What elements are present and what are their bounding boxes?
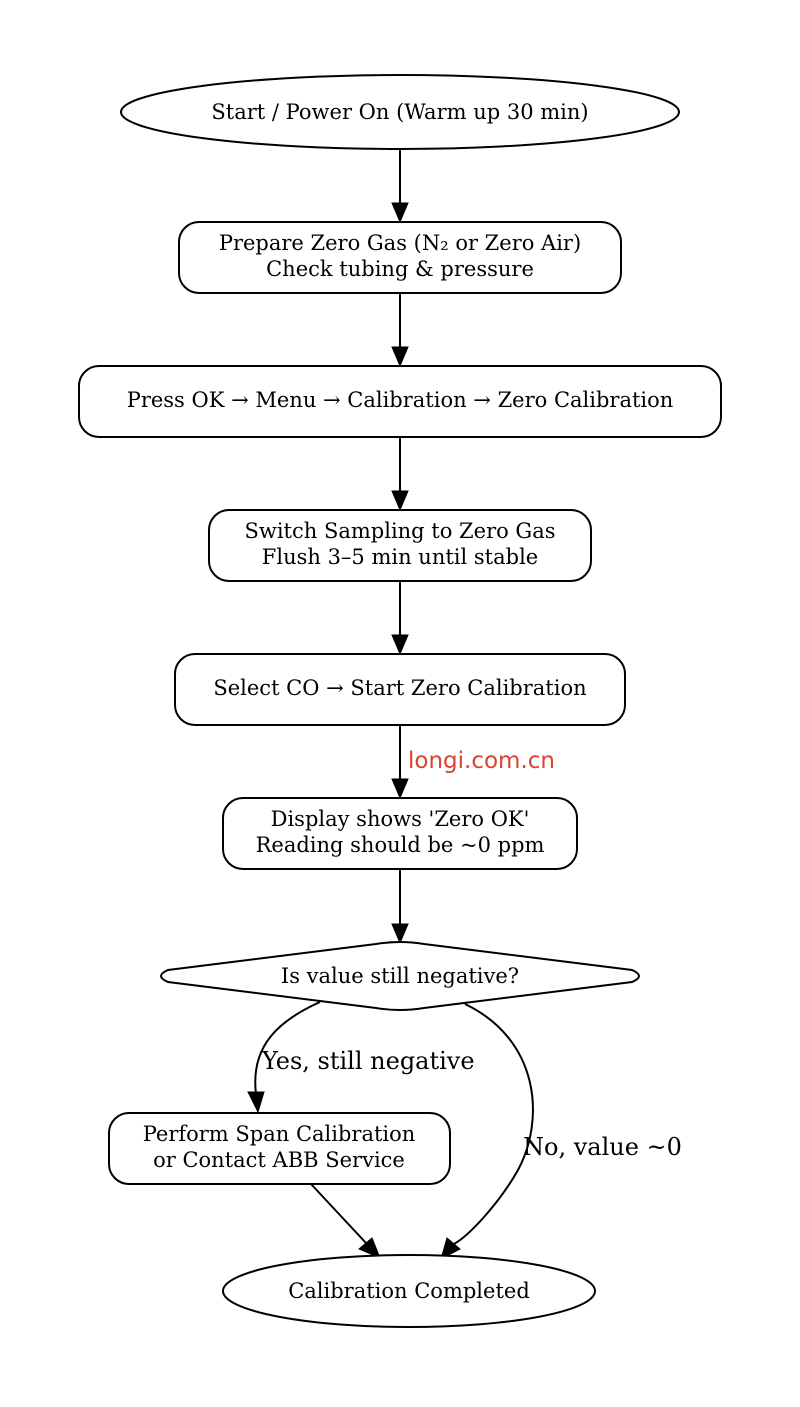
node-span-line-1: Perform Span Calibration — [143, 1122, 416, 1146]
edge-menu-switch — [391, 437, 409, 512]
arrow-head — [391, 346, 409, 368]
node-display-shape — [222, 797, 578, 870]
node-end-label: Calibration Completed — [288, 1279, 530, 1303]
edge-decision-end: No, value ~0 — [440, 1003, 682, 1260]
node-end: Calibration Completed — [222, 1254, 596, 1328]
node-menu-label: Press OK → Menu → Calibration → Zero Cal… — [127, 388, 674, 412]
arrow-head — [247, 1091, 265, 1114]
node-prepare-line-1: Prepare Zero Gas (N₂ or Zero Air) — [219, 231, 581, 255]
edge-label-yes: Yes, still negative — [261, 1047, 475, 1075]
node-menu: Press OK → Menu → Calibration → Zero Cal… — [78, 365, 722, 438]
node-span: Perform Span Calibration or Contact ABB … — [108, 1112, 451, 1185]
node-menu-shape — [78, 365, 722, 438]
node-switch-line-1: Switch Sampling to Zero Gas — [244, 519, 555, 543]
edge-prepare-menu — [391, 293, 409, 368]
node-switch: Switch Sampling to Zero Gas Flush 3–5 mi… — [208, 509, 592, 582]
node-start: Start / Power On (Warm up 30 min) — [120, 74, 680, 150]
arrow-head — [440, 1237, 461, 1260]
node-decision-shape — [160, 941, 640, 1011]
node-end-shape — [222, 1254, 596, 1328]
edge-line — [310, 1183, 367, 1244]
node-prepare-shape — [178, 221, 622, 294]
edge-select-display — [391, 725, 409, 800]
node-prepare: Prepare Zero Gas (N₂ or Zero Air) Check … — [178, 221, 622, 294]
node-display-line-1: Display shows 'Zero OK' — [271, 807, 530, 831]
edge-display-decision — [391, 869, 409, 945]
node-decision-label: Is value still negative? — [281, 964, 519, 988]
node-decision: Is value still negative? — [160, 941, 640, 1011]
edge-line — [453, 1003, 534, 1245]
node-span-line-2: or Contact ABB Service — [153, 1148, 405, 1172]
arrow-head — [391, 778, 409, 800]
arrow-head — [391, 923, 409, 945]
node-start-label: Start / Power On (Warm up 30 min) — [211, 100, 588, 124]
node-select-shape — [174, 653, 626, 726]
edge-line — [254, 1001, 321, 1095]
edge-label-no: No, value ~0 — [523, 1133, 682, 1161]
edge-decision-span: Yes, still negative — [247, 1001, 475, 1114]
watermark-text: longi.com.cn — [408, 748, 555, 774]
arrow-head — [391, 490, 409, 512]
edge-start-prepare — [391, 150, 409, 224]
node-display: Display shows 'Zero OK' Reading should b… — [222, 797, 578, 870]
node-span-shape — [108, 1112, 451, 1185]
arrow-head — [391, 634, 409, 656]
arrow-head — [391, 202, 409, 224]
edge-switch-select — [391, 581, 409, 656]
arrow-head — [358, 1237, 381, 1259]
node-prepare-line-2: Check tubing & pressure — [266, 257, 534, 281]
node-select-label: Select CO → Start Zero Calibration — [213, 676, 586, 700]
edge-span-end — [310, 1183, 381, 1259]
node-select: Select CO → Start Zero Calibration — [174, 653, 626, 726]
node-switch-shape — [208, 509, 592, 582]
node-display-line-2: Reading should be ~0 ppm — [256, 833, 545, 857]
node-switch-line-2: Flush 3–5 min until stable — [262, 545, 538, 569]
node-start-shape — [120, 74, 680, 150]
